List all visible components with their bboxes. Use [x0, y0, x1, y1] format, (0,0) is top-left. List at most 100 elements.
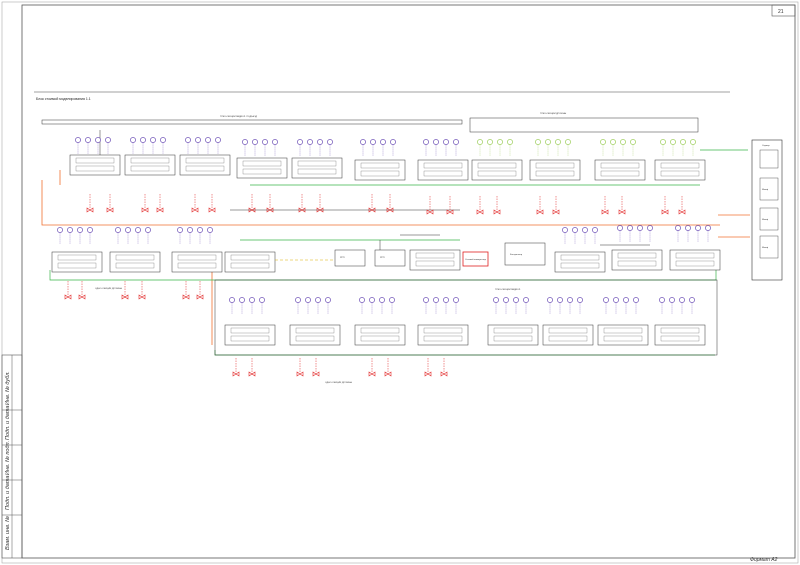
sensor-icon: [177, 227, 183, 233]
sensor-icon: [630, 139, 636, 145]
sensor-icon: [370, 139, 376, 145]
valve-icon: [536, 209, 544, 215]
sensor-icon: [75, 137, 81, 143]
title-block-2: Подп. и дата: [5, 476, 11, 510]
page-number: 21: [778, 9, 784, 15]
page-number-box: [771, 4, 796, 17]
orange-bus: [41, 170, 750, 345]
sensor-icon: [272, 139, 278, 145]
valve-icon: [64, 294, 72, 300]
sensor-icon: [610, 139, 616, 145]
valve-icon: [232, 371, 240, 377]
sensor-icon: [145, 227, 151, 233]
bus-box-left: [334, 249, 366, 267]
valve-icon: [368, 371, 376, 377]
sensor-icon: [695, 225, 701, 231]
sensor-icon: [105, 137, 111, 143]
sensor-icon: [207, 227, 213, 233]
sensor-icon: [317, 139, 323, 145]
sensor-icon: [633, 297, 639, 303]
sensor-icon: [680, 139, 686, 145]
valve-icon: [248, 207, 256, 213]
sensor-icon: [562, 227, 568, 233]
sensor-icon: [77, 227, 83, 233]
valve-icon: [678, 209, 686, 215]
sensor-icon: [670, 139, 676, 145]
sensor-icon: [555, 139, 561, 145]
right-cabinet: Сервер Шкаф Шкаф Шкаф: [751, 139, 783, 281]
valve-icon: [384, 371, 392, 377]
sensor-icon: [557, 297, 563, 303]
valves: [64, 194, 686, 377]
sensor-icon: [242, 139, 248, 145]
sensor-icon: [325, 297, 331, 303]
module-6: [354, 159, 406, 181]
valve-icon: [156, 207, 164, 213]
controller-box: [504, 242, 546, 266]
sensor-icon: [67, 227, 73, 233]
title-block-5: Инв. № дубл.: [5, 371, 11, 405]
sensor-icon: [497, 139, 503, 145]
sensor-icon: [295, 297, 301, 303]
valve-icon: [493, 209, 501, 215]
sensor-icon: [249, 297, 255, 303]
bottom-group-caption: ОДНО-СЕКЦИИ ДРОЖНЫ: [325, 382, 352, 384]
sensor-icon: [577, 297, 583, 303]
mid-left-caption: ОДНО-СЕКЦИИ ДРОЖНЫ: [95, 288, 122, 290]
drawing-frame: [21, 4, 796, 559]
sensor-icon: [57, 227, 63, 233]
valve-icon: [316, 207, 324, 213]
top-right-group-frame: [469, 117, 699, 133]
valve-icon: [601, 209, 609, 215]
sensor-icon: [87, 227, 93, 233]
sensor-icon: [423, 297, 429, 303]
sensor-icon: [433, 139, 439, 145]
sensor-icon: [390, 139, 396, 145]
top-sensors: [57, 137, 711, 314]
sensor-icon: [150, 137, 156, 143]
top-right-group-title: ТРЕХ-СЕКЦИИ ДРОЖНЫ: [540, 113, 566, 115]
valve-icon: [661, 209, 669, 215]
valve-icon: [208, 207, 216, 213]
sensor-icon: [689, 297, 695, 303]
sensor-icon: [307, 139, 313, 145]
sensor-icon: [493, 297, 499, 303]
sensor-icon: [545, 139, 551, 145]
sensor-icon: [359, 297, 365, 303]
sensor-icon: [140, 137, 146, 143]
sensor-icon: [130, 137, 136, 143]
sensor-icon: [443, 297, 449, 303]
sensor-icon: [259, 297, 265, 303]
sensor-icon: [582, 227, 588, 233]
valve-icon: [78, 294, 86, 300]
sensor-icon: [239, 297, 245, 303]
sensor-icon: [160, 137, 166, 143]
mid-modules: РРП РРП Сетевой коммутатор Контроллер: [51, 242, 721, 273]
diagram-title: Блок стоимой моделирования 1.1: [36, 97, 91, 101]
bottom-modules: [224, 324, 706, 346]
sensor-icon: [705, 225, 711, 231]
valve-icon: [141, 207, 149, 213]
sensor-icon: [297, 139, 303, 145]
title-block-strip: Взам. инв. № Подп. и дата Инв. № подл. П…: [1, 354, 23, 559]
sensor-icon: [647, 225, 653, 231]
sensor-icon: [487, 139, 493, 145]
sensor-icon: [453, 139, 459, 145]
sensor-icon: [262, 139, 268, 145]
bus-box-mid: [374, 249, 406, 267]
sensor-icon: [135, 227, 141, 233]
signal-wires: [99, 130, 650, 260]
sensor-icon: [637, 225, 643, 231]
right-cabinet-mid2: Шкаф: [762, 218, 768, 221]
right-cabinet-top: Сервер: [762, 145, 770, 147]
sensor-icon: [547, 297, 553, 303]
sensor-icon: [389, 297, 395, 303]
sensor-icon: [360, 139, 366, 145]
valve-icon: [138, 294, 146, 300]
sensor-icon: [675, 225, 681, 231]
sensor-icon: [125, 227, 131, 233]
valve-icon: [424, 371, 432, 377]
sensor-icon: [503, 297, 509, 303]
valve-icon: [446, 209, 454, 215]
sensor-icon: [565, 139, 571, 145]
